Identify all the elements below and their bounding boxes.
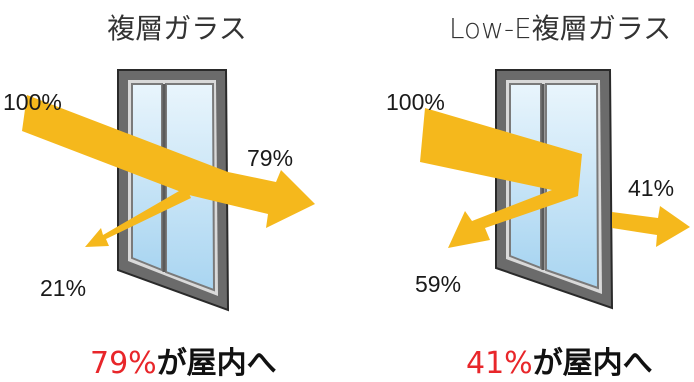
transmitted-arrow bbox=[612, 206, 690, 247]
transmitted-percent: 41% bbox=[628, 175, 674, 201]
summary-value: 41% bbox=[466, 346, 533, 381]
summary-value: 79% bbox=[90, 346, 157, 381]
incoming-transmitted-arrow bbox=[22, 95, 315, 228]
incoming-percent: 100% bbox=[3, 89, 62, 115]
incoming-reflected-arrow bbox=[420, 108, 582, 248]
panel-double-glazing: 複層ガラス 100% 79% 21% bbox=[3, 12, 315, 312]
reflected-percent: 59% bbox=[415, 271, 461, 297]
transmitted-percent: 79% bbox=[247, 145, 293, 171]
panel-low-e-glazing: Low-E複層ガラス 100% 41% 59% bbox=[386, 12, 690, 310]
summary-left: 79%が屋内へ bbox=[90, 338, 277, 382]
summary-right: 41%が屋内へ bbox=[466, 338, 653, 382]
summary-text: が屋内へ bbox=[156, 346, 277, 381]
incoming-percent: 100% bbox=[386, 89, 445, 115]
reflected-percent: 21% bbox=[40, 275, 86, 301]
panel-title: 複層ガラス bbox=[107, 12, 246, 45]
summary-text: が屋内へ bbox=[532, 346, 653, 381]
reflected-arrow bbox=[85, 187, 191, 247]
panel-title: Low-E複層ガラス bbox=[449, 12, 671, 45]
